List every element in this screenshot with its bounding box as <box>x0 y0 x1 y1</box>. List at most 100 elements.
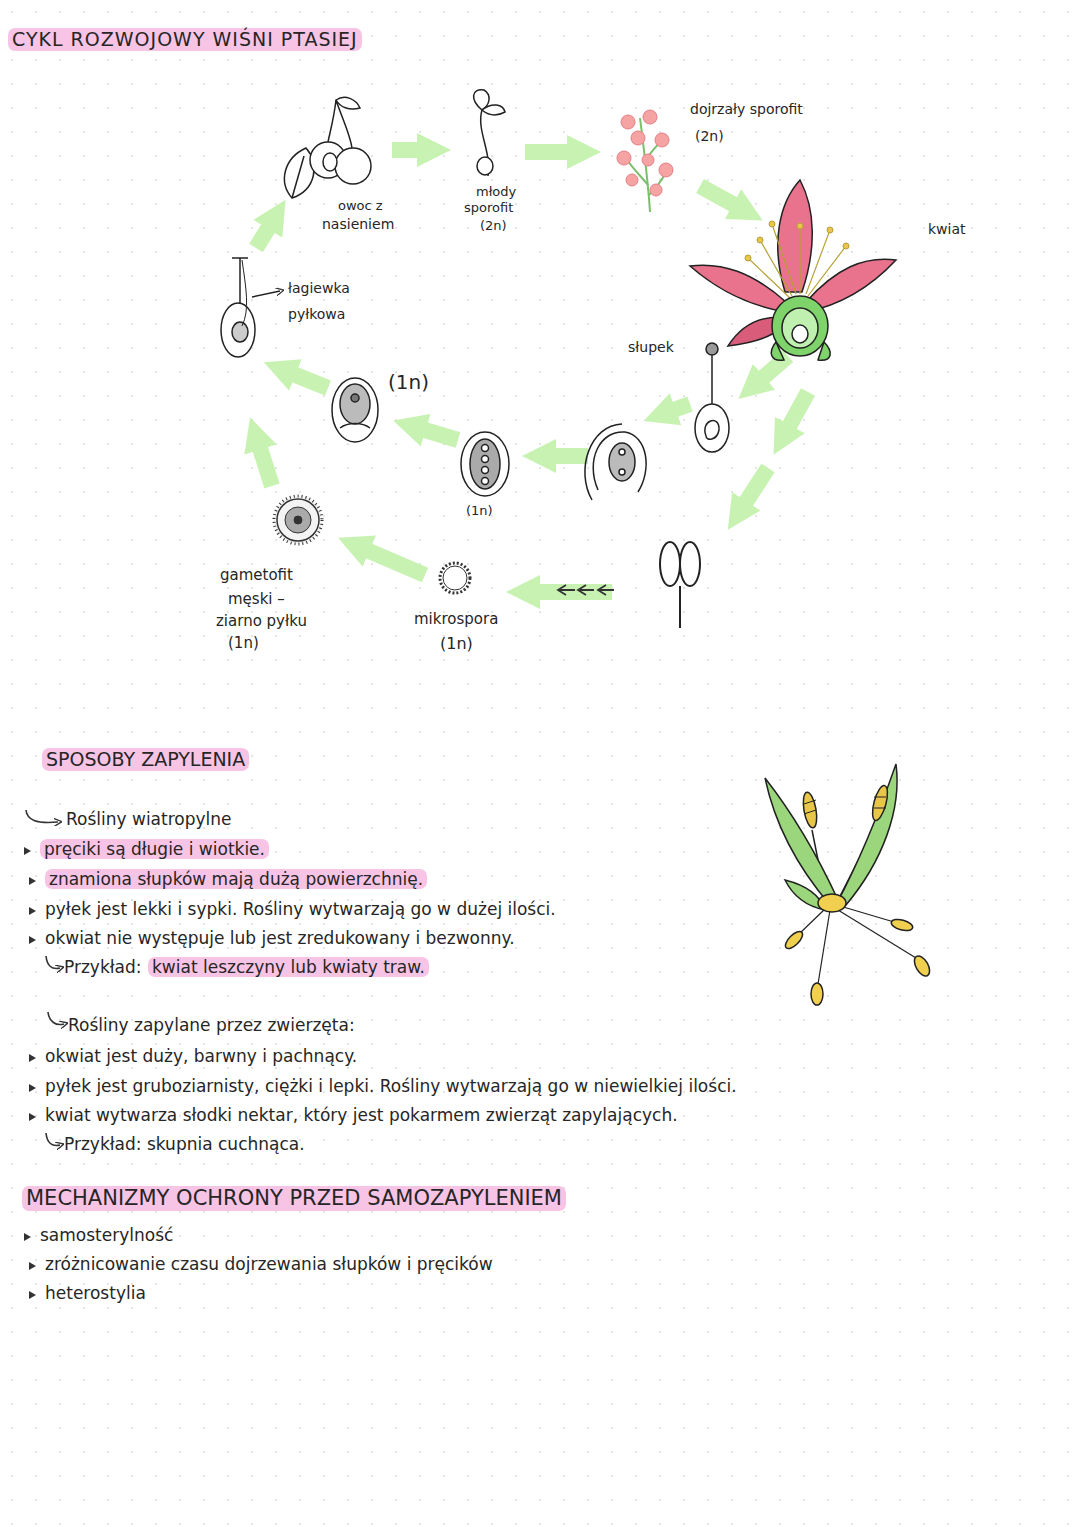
stage-label: ziarno pyłku <box>216 612 307 630</box>
pollen-tube-pistil <box>221 258 280 357</box>
pollen-grain <box>274 496 322 544</box>
flower <box>792 325 808 343</box>
mature-sporophyte <box>642 154 654 166</box>
mature-sporophyte <box>655 133 669 147</box>
embryo-sac <box>482 445 489 452</box>
cherry-fruit <box>292 156 304 198</box>
ovule <box>609 443 635 481</box>
stamen <box>679 586 681 628</box>
section-heading: SPOSOBY ZAPYLENIA <box>42 748 249 771</box>
note-line: zróżnicowanie czasu dojrzewania słupków … <box>45 1254 493 1274</box>
stage-label: dojrzały sporofit <box>690 101 803 118</box>
cycle-arrows <box>668 404 690 412</box>
embryo-sac <box>351 394 359 402</box>
part-label: słupek <box>628 339 674 356</box>
mature-sporophyte <box>659 163 673 177</box>
stamen <box>660 542 680 586</box>
bullet-triangle <box>24 847 31 855</box>
grass-flower <box>836 764 897 905</box>
page-title: CYKL ROZWOJOWY WIŚNI PTASIEJ <box>8 28 362 51</box>
bullet-triangle <box>29 1262 36 1270</box>
hook-arrows <box>26 810 58 823</box>
flower <box>808 246 846 296</box>
cycle-arrows <box>786 392 808 432</box>
embryo-sac <box>461 432 509 496</box>
example-label: Przykład: <box>64 957 142 977</box>
part-label: łagiewka <box>288 280 350 297</box>
flower <box>745 221 849 261</box>
example-label: Przykład: skupnia cuchnąca. <box>64 1134 305 1154</box>
stage-label: młody <box>476 184 516 200</box>
bullet-triangle <box>29 1054 36 1062</box>
flower <box>772 296 828 356</box>
mature-sporophyte <box>617 110 673 212</box>
grass-flower <box>818 894 846 912</box>
mature-sporophyte <box>617 151 631 165</box>
bullet-triangle <box>29 877 36 885</box>
mature-sporophyte <box>643 110 657 124</box>
pollen-tube-pistil <box>242 260 247 326</box>
stage-label: sporofit <box>464 200 513 216</box>
cycle-arrows <box>288 372 328 388</box>
mature-sporophyte <box>650 184 662 196</box>
bullet-triangle <box>29 1084 36 1092</box>
pistil <box>695 343 729 452</box>
pollen-tube-pistil <box>221 303 255 357</box>
embryo-sac <box>332 378 378 442</box>
section-heading: MECHANIZMY OCHRONY PRZED SAMOZAPYLENIEM <box>22 1186 566 1211</box>
stamen <box>660 542 700 628</box>
pistil <box>695 404 729 452</box>
small-arrows <box>598 585 614 595</box>
ovule <box>593 432 646 492</box>
flower <box>748 224 846 298</box>
stage-label: owoc z <box>338 198 383 214</box>
note-line: pręciki są długie i wiotkie. <box>40 839 269 859</box>
bullet-triangle <box>29 936 36 944</box>
subheading: Rośliny zapylane przez zwierzęta: <box>68 1015 355 1035</box>
flower <box>827 227 833 233</box>
flower <box>757 237 763 243</box>
cherry-fruit <box>284 148 314 198</box>
note-line: kwiat wytwarza słodki nektar, który jest… <box>45 1105 678 1125</box>
flower <box>748 258 790 298</box>
ploidy-label: (1n) <box>440 634 473 653</box>
grass-flower <box>818 910 830 984</box>
ploidy-label: (2n) <box>480 218 507 234</box>
pollen-grain <box>277 499 319 541</box>
grass-flower <box>870 784 891 822</box>
young-sporophyte <box>482 105 505 115</box>
cycle-arrows <box>742 468 768 508</box>
embryo-sac <box>340 424 370 429</box>
grass-flower <box>911 953 932 978</box>
embryo-sac <box>340 384 370 424</box>
flower <box>745 255 751 261</box>
pollen-grain <box>285 507 311 533</box>
embryo-sac <box>332 378 378 442</box>
stamen <box>680 542 700 586</box>
grass-flower <box>890 917 914 932</box>
hook-arrows <box>46 1133 60 1146</box>
ploidy-label: (1n) <box>466 503 493 519</box>
pollen-tube-pistil <box>252 291 280 297</box>
cycle-arrows <box>548 448 588 464</box>
stage-label: mikrospora <box>414 610 498 628</box>
note-line: pyłek jest lekki i sypki. Rośliny wytwar… <box>45 899 556 919</box>
note-line: znamiona słupków mają dużą powierzchnię. <box>45 869 427 889</box>
embryo-sac <box>470 439 500 489</box>
cycle-arrows <box>256 150 808 592</box>
note-line: heterostylia <box>45 1283 146 1303</box>
pollen-grain <box>294 516 302 524</box>
stage-label: gametofit <box>220 566 293 584</box>
note-line: okwiat jest duży, barwny i pachnący. <box>45 1046 357 1066</box>
embryo-sac <box>482 456 489 463</box>
small-arrows <box>578 585 594 595</box>
ovule <box>585 424 646 500</box>
pollen-tube-pistil <box>239 258 241 304</box>
microspore <box>440 563 470 593</box>
pollen-grain <box>274 496 322 544</box>
grass-flower <box>811 983 823 1005</box>
flower <box>782 308 818 348</box>
cycle-arrows <box>258 442 272 486</box>
grass-flower <box>798 906 916 984</box>
cycle-arrows <box>256 222 272 248</box>
